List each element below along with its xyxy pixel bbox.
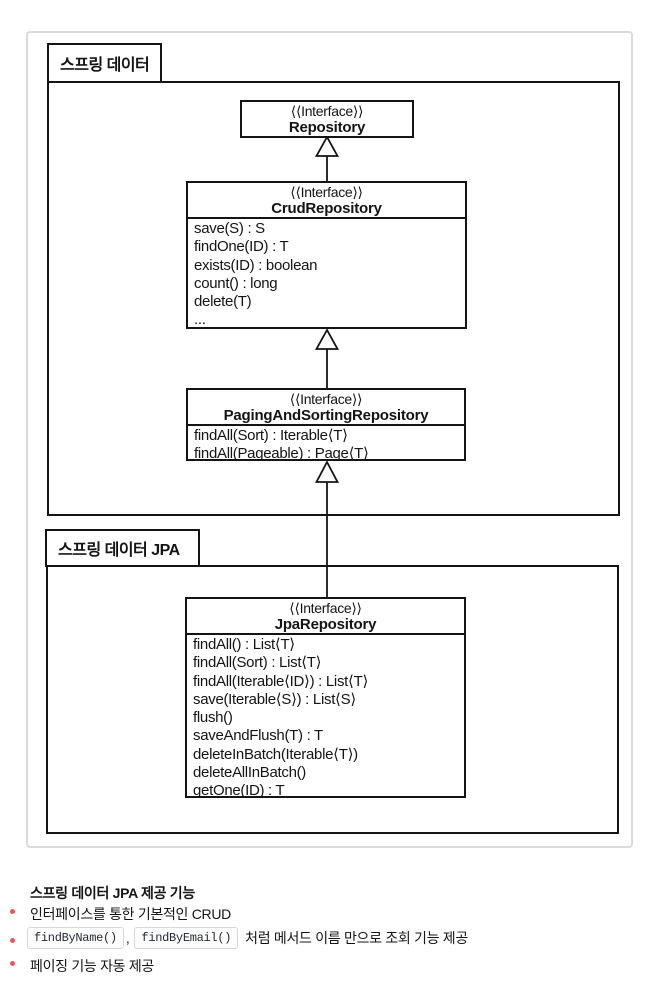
bullet-dot-icon <box>10 938 15 943</box>
bullet-dot-icon <box>10 961 15 966</box>
method-label: flush() <box>193 709 233 727</box>
stereotype-label: ⟨⟨Interface⟩⟩ <box>290 184 363 200</box>
uml-box-crud-repository: ⟨⟨Interface⟩⟩ CrudRepository save(S) : S… <box>186 181 467 329</box>
method-list: findAll() : List⟨T⟩findAll(Sort) : List⟨… <box>187 633 464 798</box>
note-bullet-item: 페이징 기능 자동 제공 <box>30 958 154 974</box>
method-list: findAll(Sort) : Iterable⟨T⟩findAll(Pagea… <box>188 424 464 461</box>
uml-box-header: ⟨⟨Interface⟩⟩ PagingAndSortingRepository <box>188 390 464 424</box>
package-spring-data-jpa-tab: 스프링 데이터 JPA <box>45 529 200 567</box>
uml-box-repository: ⟨⟨Interface⟩⟩ Repository <box>240 100 414 138</box>
interface-title: CrudRepository <box>271 200 382 217</box>
generalization-arrowhead-icon <box>314 328 340 350</box>
method-label: deleteInBatch(Iterable⟨T⟩) <box>193 745 358 763</box>
method-label: count() : long <box>194 274 278 292</box>
package-spring-data-tab: 스프링 데이터 <box>47 43 162 83</box>
note-bullet-item: findByName() , findByEmail() 처럼 메서드 이름 만… <box>27 927 468 949</box>
method-label: save(Iterable⟨S⟩) : List⟨S⟩ <box>193 690 356 708</box>
method-label: delete(T) <box>194 293 252 311</box>
method-label: saveAndFlush(T) : T <box>193 727 323 745</box>
uml-box-header: ⟨⟨Interface⟩⟩ Repository <box>242 102 412 136</box>
notes-heading: 스프링 데이터 JPA 제공 기능 <box>30 885 195 901</box>
code-separator: , <box>125 930 130 946</box>
bullet-dot-icon <box>10 909 15 914</box>
note-bullet-text: 처럼 메서드 이름 만으로 조회 기능 제공 <box>245 930 468 946</box>
interface-title: PagingAndSortingRepository <box>223 407 429 424</box>
interface-title: JpaRepository <box>274 616 377 633</box>
generalization-arrowhead-icon <box>315 460 339 483</box>
inline-code-find-by-email: findByEmail() <box>134 927 239 949</box>
stereotype-label: ⟨⟨Interface⟩⟩ <box>289 391 363 407</box>
method-label: ... <box>194 311 206 329</box>
method-label: findAll(Sort) : List⟨T⟩ <box>193 654 322 672</box>
uml-box-header: ⟨⟨Interface⟩⟩ JpaRepository <box>187 599 464 633</box>
stereotype-label: ⟨⟨Interface⟩⟩ <box>289 600 362 616</box>
method-label: findAll(Sort) : Iterable⟨T⟩ <box>194 427 348 444</box>
package-spring-data-jpa-label: 스프링 데이터 JPA <box>58 542 180 559</box>
method-label: findAll(Pageable) : Page⟨T⟩ <box>194 445 369 461</box>
stereotype-label: ⟨⟨Interface⟩⟩ <box>290 103 364 119</box>
method-label: deleteAllInBatch() <box>193 764 306 782</box>
package-spring-data-label: 스프링 데이터 <box>60 57 150 74</box>
generalization-arrowhead-icon <box>314 135 340 157</box>
note-bullet-item: 인터페이스를 통한 기본적인 CRUD <box>30 906 231 922</box>
method-label: findAll() : List⟨T⟩ <box>193 636 295 653</box>
uml-box-jpa-repository: ⟨⟨Interface⟩⟩ JpaRepository findAll() : … <box>185 597 466 798</box>
method-label: getOne(ID) : T <box>193 782 285 798</box>
interface-title: Repository <box>288 119 366 136</box>
method-label: save(S) : S <box>194 220 265 237</box>
method-label: findOne(ID) : T <box>194 238 289 256</box>
inline-code-find-by-name: findByName() <box>27 927 124 949</box>
uml-box-header: ⟨⟨Interface⟩⟩ CrudRepository <box>188 183 465 217</box>
method-label: exists(ID) : boolean <box>194 256 318 274</box>
method-label: findAll(Iterable⟨ID⟩) : List⟨T⟩ <box>193 672 368 690</box>
uml-box-paging-and-sorting-repository: ⟨⟨Interface⟩⟩ PagingAndSortingRepository… <box>186 388 466 461</box>
